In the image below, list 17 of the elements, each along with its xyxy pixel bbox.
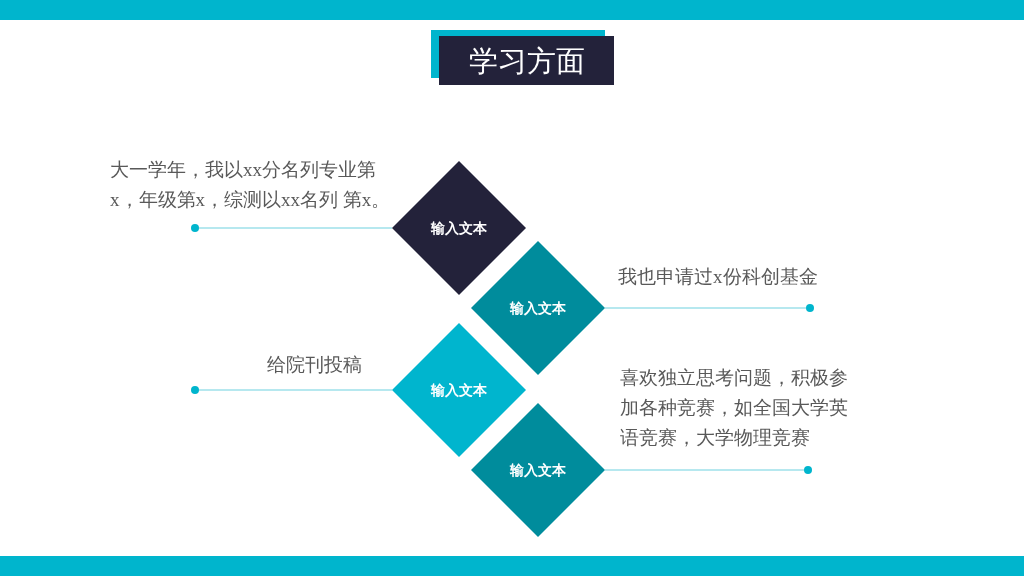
description-text: 喜欢独立思考问题，积极参加各种竞赛，如全国大学英语竞赛，大学物理竞赛 [620,366,849,450]
diamond-label: 输入文本 [510,299,566,317]
connector-line [604,307,807,309]
connector-line [198,389,393,391]
diamond-label: 输入文本 [431,219,487,237]
diamond-label: 输入文本 [431,381,487,399]
diamond-shape [471,403,605,537]
connector-line [198,227,393,229]
description-text: 我也申请过x份科创基金 [618,265,819,289]
diamond-label: 输入文本 [510,461,566,479]
diamond-shape [471,241,605,375]
title-text: 学习方面 [468,43,585,79]
description-text: 大一学年，我以xx分名列专业第x，年级第x，综测以xx名列 第x。 [110,158,392,212]
connector-line [604,469,805,471]
diamond-shape [392,323,526,457]
description-text: 给院刊投稿 [267,353,362,377]
diamond-shape [392,161,526,295]
